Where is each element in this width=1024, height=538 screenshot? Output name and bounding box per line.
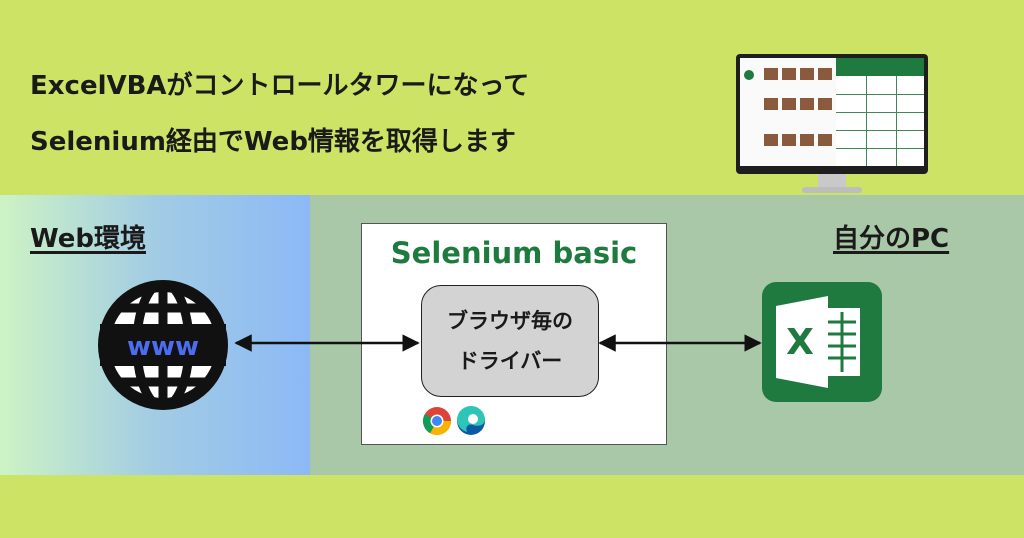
my-pc-label: 自分のPC: [833, 224, 950, 254]
web-environment-label: Web環境: [30, 224, 146, 254]
selenium-basic-title: Selenium basic: [390, 236, 638, 270]
chrome-icon: [423, 407, 451, 435]
excel-icon: X: [762, 282, 882, 402]
driver-line1: ブラウザ毎の: [447, 309, 573, 333]
monitor-stand: [818, 174, 846, 188]
spreadsheet-illustration: [836, 58, 924, 166]
headline-line1: ExcelVBAがコントロールタワーになって: [30, 71, 530, 101]
globe-www-icon: www: [98, 280, 228, 410]
headline: ExcelVBAがコントロールタワーになって Selenium経由でWeb情報を…: [30, 58, 529, 170]
excel-letter: X: [786, 322, 814, 363]
browser-icons: [423, 405, 485, 435]
monitor-base: [802, 187, 862, 193]
driver-line2: ドライバー: [457, 349, 563, 373]
browser-driver-box: ブラウザ毎の ドライバー: [421, 285, 599, 397]
browser-window-illustration: [740, 58, 836, 166]
monitor-illustration: [736, 54, 928, 196]
monitor-screen: [736, 54, 928, 174]
headline-line2: Selenium経由でWeb情報を取得します: [30, 127, 516, 157]
site-logo-icon: [744, 70, 754, 80]
www-text: www: [127, 332, 199, 362]
edge-icon: [456, 405, 485, 435]
selenium-basic-box: Selenium basic ブラウザ毎の ドライバー: [361, 223, 667, 445]
